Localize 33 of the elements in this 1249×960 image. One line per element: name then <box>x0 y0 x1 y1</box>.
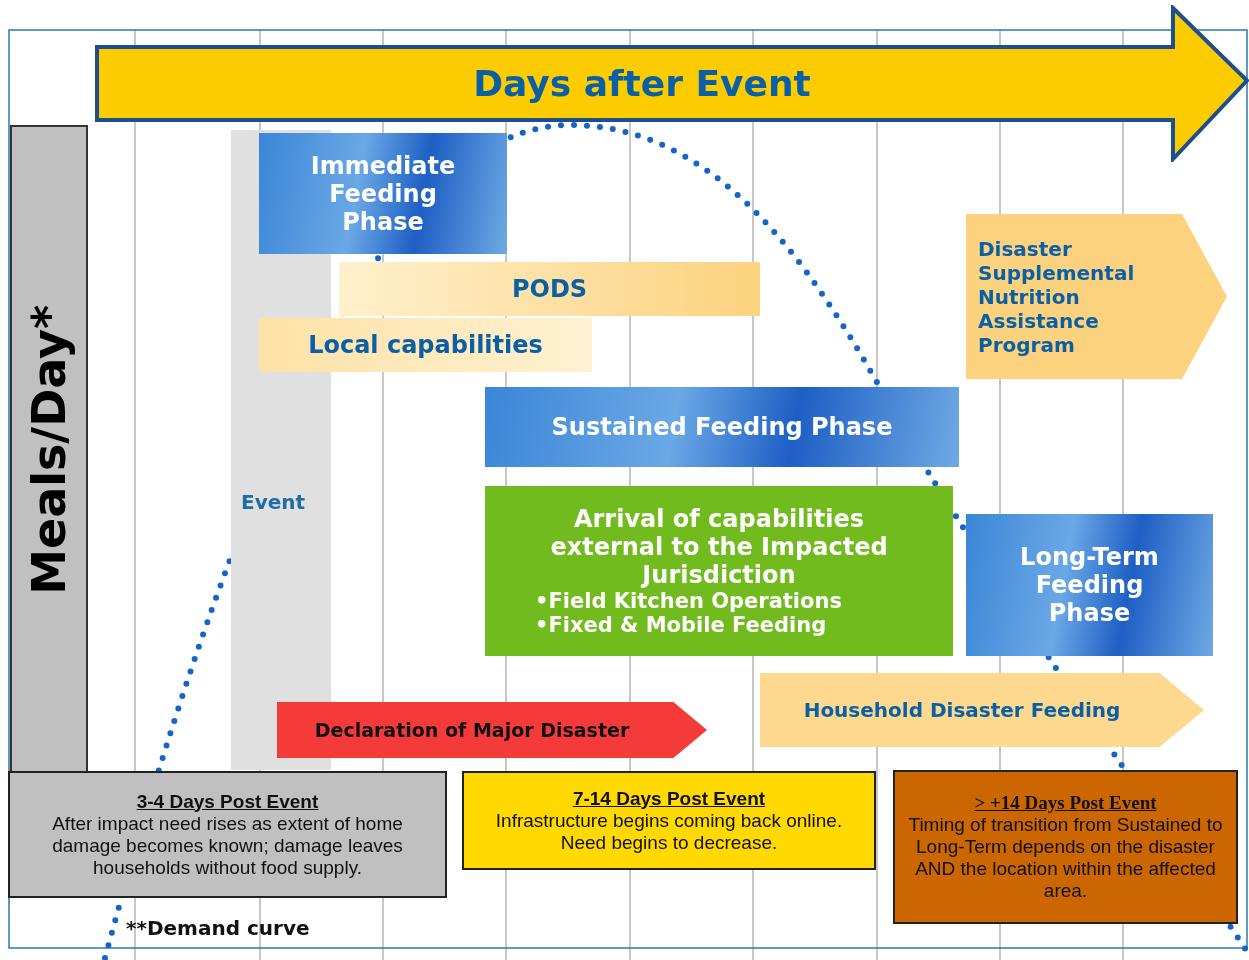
box-label: Household Disaster Feeding <box>803 698 1121 722</box>
phase-box <box>485 387 959 467</box>
box-label: Days after Event <box>473 63 811 104</box>
note-heading: 7-14 Days Post Event <box>572 787 766 810</box>
note-heading: > +14 Days Post Event <box>974 792 1157 814</box>
box-label: Long-Term Feeding Phase <box>1019 543 1160 627</box>
phase-box <box>259 133 507 254</box>
phase-box <box>966 514 1213 656</box>
declaration-arrow <box>277 702 707 758</box>
feeding-arrow <box>760 673 1204 747</box>
note-box <box>8 771 447 898</box>
capabilities-box <box>485 486 953 656</box>
bullet-item: •Fixed & Mobile Feeding <box>535 613 827 637</box>
box-label: PODS <box>511 275 588 303</box>
note-text: Timing of transition from Sustained to Long-Term depends on the disaster AND the location within the affected area. <box>907 814 1224 902</box>
resource-bar <box>259 318 592 372</box>
note-text: Infrastructure begins coming back online. Need begins to decrease. <box>494 809 844 854</box>
note-text: After impact need rises as extent of home damage becomes known; damage leaves households without food supply. <box>51 812 404 879</box>
resource-bar <box>339 262 760 316</box>
bullet-item: •Field Kitchen Operations <box>535 589 842 613</box>
event-label: Event <box>241 490 306 514</box>
curve-note: **Demand curve <box>126 916 310 940</box>
axis-title: Meals/Day* <box>22 305 76 595</box>
note-heading: 3-4 Days Post Event <box>136 790 319 813</box>
box-label: Arrival of capabilities external to the Impacted Jurisdiction <box>549 505 889 589</box>
box-label: Disaster Supplemental Nutrition Assistance Program <box>978 236 1136 357</box>
note-box <box>462 771 876 870</box>
note-box <box>893 770 1238 924</box>
program-arrow <box>966 214 1227 379</box>
box-label: Local capabilities <box>308 331 543 359</box>
box-label: Sustained Feeding Phase <box>551 413 893 441</box>
box-label: Immediate Feeding Phase <box>309 151 457 236</box>
box-label: Declaration of Major Disaster <box>314 719 630 741</box>
